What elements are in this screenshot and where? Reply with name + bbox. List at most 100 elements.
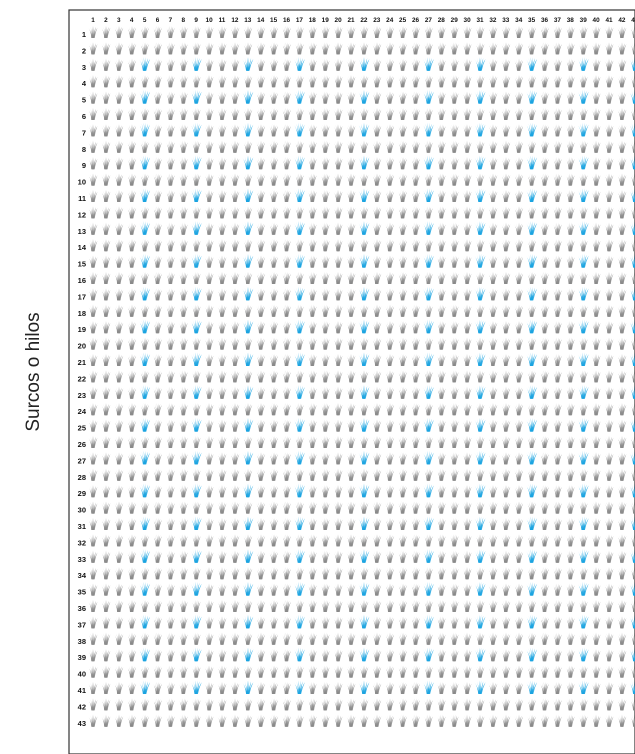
plant [540, 58, 549, 71]
plant [359, 271, 369, 284]
plant [411, 501, 420, 514]
plant [333, 75, 343, 88]
plant [501, 288, 511, 301]
highlighted-plant [629, 417, 635, 432]
plant [398, 255, 408, 268]
plant [514, 189, 524, 202]
plant [101, 189, 111, 202]
plant [165, 353, 175, 366]
plant [217, 583, 227, 596]
plant [88, 370, 98, 383]
plant [88, 616, 98, 629]
plant [127, 435, 137, 448]
plant [165, 386, 175, 399]
plant [514, 107, 524, 120]
plant [88, 485, 98, 498]
plant [282, 222, 291, 235]
plant [282, 714, 291, 727]
plant [114, 239, 124, 252]
highlighted-plant [422, 286, 434, 301]
plant [436, 698, 446, 711]
plant [617, 222, 627, 235]
highlighted-plant [577, 221, 589, 235]
plant [385, 321, 395, 334]
plant [449, 42, 459, 55]
plant [88, 419, 98, 432]
plant [488, 353, 498, 366]
plant [540, 124, 549, 137]
plant [540, 501, 549, 514]
plant [411, 288, 420, 301]
highlighted-plant [422, 483, 434, 498]
plant [501, 681, 511, 694]
highlighted-plant [242, 286, 254, 301]
row-number: 10 [78, 178, 86, 187]
plant [565, 468, 575, 481]
plant [320, 370, 330, 383]
plant [114, 222, 124, 235]
plant [372, 419, 382, 432]
plant [449, 452, 459, 465]
plant [591, 222, 601, 235]
highlighted-plant [526, 221, 538, 235]
plant [552, 189, 562, 202]
plant [243, 271, 253, 284]
plant [333, 386, 343, 399]
plant [243, 304, 253, 317]
column-number: 22 [360, 17, 368, 24]
highlighted-plant [422, 122, 434, 137]
plant [269, 25, 279, 38]
plant [114, 25, 124, 38]
plant [462, 583, 472, 596]
plant [230, 485, 240, 498]
highlighted-plant [358, 417, 370, 432]
highlighted-plant [242, 450, 254, 465]
plant [127, 124, 137, 137]
highlighted-plant [358, 614, 370, 629]
plant [462, 25, 472, 38]
plant [140, 534, 150, 547]
plant [320, 321, 330, 334]
plant [578, 567, 588, 580]
plant [346, 403, 356, 416]
plant [578, 140, 588, 153]
plant [436, 157, 446, 170]
plant [256, 157, 266, 170]
plant [230, 58, 240, 71]
plant [527, 206, 537, 219]
plant [501, 42, 511, 55]
plant [204, 501, 214, 514]
highlighted-plant [474, 614, 486, 629]
highlighted-plant [358, 549, 370, 563]
plant [514, 485, 524, 498]
plant [501, 665, 511, 678]
plant [282, 206, 291, 219]
plant [462, 501, 472, 514]
plant [153, 288, 162, 301]
plant [307, 107, 317, 120]
plant [153, 189, 162, 202]
plant [514, 157, 524, 170]
plant [191, 665, 201, 678]
plant [282, 321, 291, 334]
plant [514, 649, 524, 662]
plant [114, 419, 124, 432]
plant [552, 58, 562, 71]
plant [346, 698, 356, 711]
plant [217, 649, 227, 662]
plant [178, 173, 188, 186]
plant [114, 288, 124, 301]
plant [475, 239, 485, 252]
plant [449, 517, 459, 530]
plant [204, 255, 214, 268]
plant [333, 468, 343, 481]
plant [501, 75, 511, 88]
plant [217, 222, 227, 235]
plant [423, 599, 433, 612]
plant [449, 649, 459, 662]
plant [282, 583, 291, 596]
plant [230, 452, 240, 465]
plant [372, 140, 382, 153]
plant [88, 222, 98, 235]
plant [127, 632, 137, 645]
